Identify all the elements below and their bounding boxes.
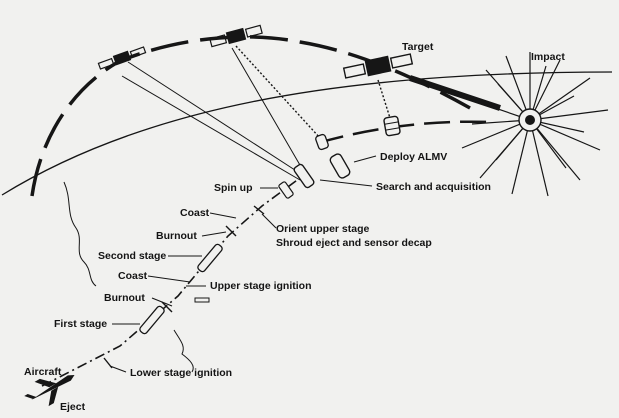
label-spin-up: Spin up xyxy=(214,182,253,194)
upper-stage-icon xyxy=(293,163,315,189)
label-orient-upper-stage: Orient upper stage xyxy=(276,223,370,235)
arrow-search xyxy=(319,179,373,187)
target-line-dotted xyxy=(377,79,391,119)
arrow-coast-lower xyxy=(147,275,191,283)
arrow-orient xyxy=(261,213,277,229)
tick-upper-burnout xyxy=(225,225,237,237)
arrow-coast-upper xyxy=(209,212,237,219)
almv-small-icon xyxy=(315,133,329,151)
tick-orient xyxy=(253,205,265,215)
label-coast-upper: Coast xyxy=(180,207,210,219)
arrow-burnout-lower xyxy=(151,297,173,307)
label-upper-stage-ignition: Upper stage ignition xyxy=(210,280,312,292)
deploy-module-icon xyxy=(329,153,351,179)
coastline-left xyxy=(63,181,97,287)
interceptor-approach-arc xyxy=(317,120,489,145)
label-impact: Impact xyxy=(531,51,565,63)
target-to-impact-path xyxy=(409,75,501,111)
label-coast-lower: Coast xyxy=(118,270,148,282)
first-stage-rocket-icon xyxy=(139,305,165,335)
satellite-left-icon xyxy=(97,46,147,70)
spent-stage-icon xyxy=(194,297,210,303)
label-lower-stage-ignition: Lower stage ignition xyxy=(130,367,232,379)
second-stage-rocket-icon xyxy=(197,243,223,273)
tracking-line-3 xyxy=(231,47,305,173)
tracking-line-dotted xyxy=(235,45,321,139)
arrow-burnout-upper xyxy=(201,231,227,237)
impact-burst xyxy=(459,52,609,197)
coastline-river xyxy=(173,329,194,373)
almv-icon xyxy=(383,115,401,137)
earth-horizon xyxy=(1,71,613,196)
label-aircraft: Aircraft xyxy=(24,366,62,378)
label-burnout-lower: Burnout xyxy=(104,292,145,304)
aircraft-icon xyxy=(24,375,75,407)
tick-first-burnout xyxy=(161,301,173,313)
label-second-stage: Second stage xyxy=(98,250,166,262)
satellite-middle-icon xyxy=(209,24,263,48)
tracking-line-2 xyxy=(121,75,301,181)
label-shroud-eject: Shroud eject and sensor decap xyxy=(276,237,432,249)
orbit-path xyxy=(30,35,471,197)
label-first-stage: First stage xyxy=(54,318,107,330)
label-search-acquisition: Search and acquisition xyxy=(376,181,491,193)
arrow-lower-ignition xyxy=(109,365,127,373)
spin-up-vehicle-icon xyxy=(278,181,294,199)
label-target: Target xyxy=(402,41,434,53)
target-satellite-icon xyxy=(342,53,414,79)
label-burnout-upper: Burnout xyxy=(156,230,197,242)
tracking-line-1 xyxy=(127,61,299,173)
arrow-deploy xyxy=(353,155,377,163)
label-deploy-almv: Deploy ALMV xyxy=(380,151,447,163)
label-eject: Eject xyxy=(60,401,86,413)
